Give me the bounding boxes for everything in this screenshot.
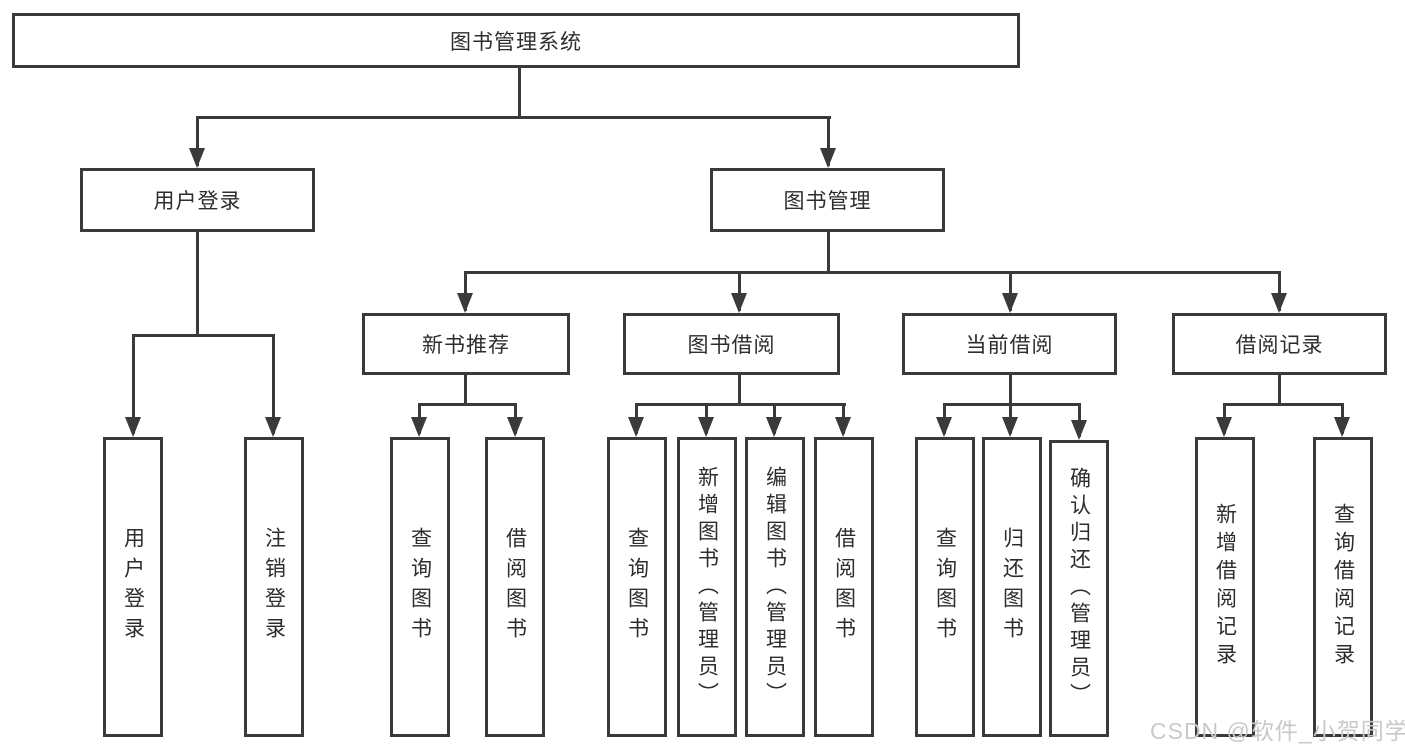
arrowhead-bb-leaf4 — [835, 417, 851, 437]
connector-user-leaves-rail — [132, 334, 275, 337]
node-book-borrow-label: 图书借阅 — [687, 334, 776, 357]
arrowhead-bb-leaf3 — [766, 417, 782, 437]
arrowhead-current-borrow — [1002, 293, 1018, 313]
arrowhead-book-mgmt — [820, 148, 836, 168]
csdn-watermark: CSDN @软件_小贺同学 — [1150, 718, 1405, 744]
arrowhead-nb-leaf2 — [507, 417, 523, 437]
node-book-mgmt: 图书管理 — [710, 168, 945, 232]
leaf-bb-edit-books-admin: 编辑图书（管理员） — [745, 437, 805, 737]
connector-user-login-stem — [196, 232, 199, 336]
leaf-bb-borrow-books: 借阅图书 — [814, 437, 874, 737]
node-current-borrow-label: 当前借阅 — [965, 334, 1054, 357]
connector-book-borrow-rail — [635, 403, 846, 406]
node-user-login: 用户登录 — [80, 168, 315, 232]
leaf-nb-query-books: 查询图书 — [390, 437, 450, 737]
arrowhead-book-borrow — [731, 293, 747, 313]
arrowhead-cb-leaf1 — [936, 417, 952, 437]
connector-to-leaf-login — [132, 334, 135, 434]
connector-to-current-borrow — [1009, 271, 1012, 311]
arrowhead-leaf-logout — [265, 417, 281, 437]
connector-current-borrow-stem — [1009, 375, 1012, 406]
node-root-label: 图书管理系统 — [450, 30, 582, 54]
arrowhead-user-login — [189, 148, 205, 168]
node-current-borrow: 当前借阅 — [902, 313, 1117, 375]
arrowhead-cb-leaf2 — [1002, 417, 1018, 437]
connector-borrow-records-stem — [1278, 375, 1281, 406]
leaf-cb-confirm-return-admin-label: 确认归还（管理员） — [1067, 467, 1091, 710]
connector-to-leaf-logout — [272, 334, 275, 434]
arrowhead-bb-leaf2 — [698, 417, 714, 437]
connector-new-books-stem — [464, 375, 467, 406]
leaf-br-query-record-label: 查询借阅记录 — [1331, 503, 1355, 671]
leaf-br-add-record-label: 新增借阅记录 — [1213, 503, 1237, 671]
leaf-cb-query-books: 查询图书 — [915, 437, 975, 737]
node-borrow-records-label: 借阅记录 — [1235, 334, 1324, 357]
connector-to-book-borrow — [738, 271, 741, 311]
node-book-borrow: 图书借阅 — [623, 313, 840, 375]
leaf-bb-add-books-admin-label: 新增图书（管理员） — [695, 465, 719, 709]
connector-to-borrow-records — [1278, 271, 1281, 311]
leaf-bb-query-books-label: 查询图书 — [625, 527, 649, 647]
leaf-user-logout-label: 注销登录 — [262, 527, 286, 647]
connector-new-books-rail — [418, 403, 517, 406]
connector-level2-rail — [196, 116, 831, 119]
connector-borrow-records-rail — [1223, 403, 1343, 406]
leaf-nb-borrow-books: 借阅图书 — [485, 437, 545, 737]
arrowhead-cb-leaf3 — [1071, 420, 1087, 440]
leaf-nb-query-books-label: 查询图书 — [408, 527, 432, 647]
connector-level3-rail — [464, 271, 1281, 274]
leaf-cb-return-books-label: 归还图书 — [1000, 527, 1024, 647]
arrowhead-bb-leaf1 — [628, 417, 644, 437]
leaf-br-add-record: 新增借阅记录 — [1195, 437, 1255, 737]
arrowhead-br-leaf1 — [1216, 417, 1232, 437]
leaf-cb-confirm-return-admin: 确认归还（管理员） — [1049, 440, 1109, 737]
node-user-login-label: 用户登录 — [153, 190, 242, 213]
node-new-books-label: 新书推荐 — [422, 334, 510, 357]
leaf-user-login-label: 用户登录 — [121, 527, 145, 647]
leaf-br-query-record: 查询借阅记录 — [1313, 437, 1373, 737]
node-root-library-system: 图书管理系统 — [12, 13, 1020, 68]
arrowhead-new-books — [457, 293, 473, 313]
leaf-cb-query-books-label: 查询图书 — [933, 527, 957, 647]
leaf-nb-borrow-books-label: 借阅图书 — [503, 527, 527, 647]
node-book-mgmt-label: 图书管理 — [783, 190, 872, 213]
leaf-user-logout: 注销登录 — [244, 437, 304, 737]
node-borrow-records: 借阅记录 — [1172, 313, 1387, 375]
leaf-bb-add-books-admin: 新增图书（管理员） — [677, 437, 737, 737]
connector-to-user-login — [196, 116, 199, 166]
connector-book-borrow-stem — [738, 375, 741, 406]
connector-book-mgmt-stem — [827, 232, 830, 274]
arrowhead-borrow-records — [1271, 293, 1287, 313]
leaf-bb-query-books: 查询图书 — [607, 437, 667, 737]
leaf-bb-borrow-books-label: 借阅图书 — [832, 527, 856, 647]
arrowhead-nb-leaf1 — [411, 417, 427, 437]
leaf-bb-edit-books-admin-label: 编辑图书（管理员） — [763, 465, 787, 709]
leaf-cb-return-books: 归还图书 — [982, 437, 1042, 737]
arrowhead-br-leaf2 — [1334, 417, 1350, 437]
arrowhead-leaf-login — [125, 417, 141, 437]
connector-current-borrow-rail — [943, 403, 1081, 406]
node-new-books: 新书推荐 — [362, 313, 570, 375]
connector-to-book-mgmt — [827, 116, 830, 166]
leaf-user-login: 用户登录 — [103, 437, 163, 737]
connector-root-stem — [518, 68, 521, 118]
connector-to-new-books — [464, 271, 467, 311]
